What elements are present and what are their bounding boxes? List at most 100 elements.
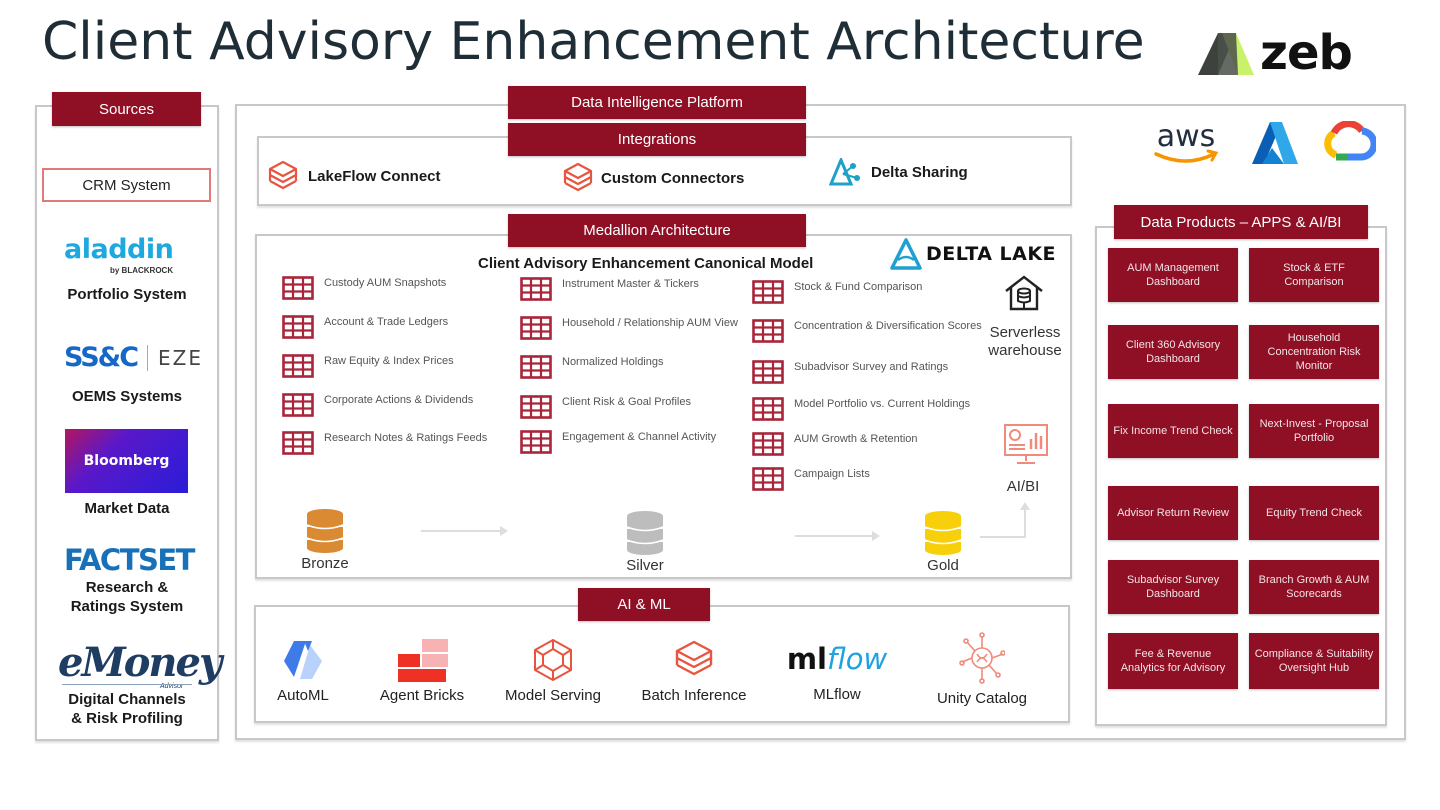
table-label: AUM Growth & Retention	[794, 433, 918, 445]
table-label: Corporate Actions & Dividends	[324, 394, 474, 406]
ml-item-unity-catalog: Unity Catalog	[922, 632, 1042, 707]
source-label-digital-1: Digital Channels	[68, 691, 186, 708]
gold-table-item: Model Portfolio vs. Current Holdings	[752, 397, 992, 425]
gold-tier-label: Gold	[927, 557, 959, 574]
data-product-card[interactable]: Client 360 Advisory Dashboard	[1108, 325, 1238, 379]
data-products-header: Data Products – APPS & AI/BI	[1114, 205, 1368, 239]
ml-item-model-serving: Model Serving	[498, 637, 608, 704]
azure-logo-icon	[1252, 122, 1298, 164]
table-label: Client Risk & Goal Profiles	[562, 396, 691, 408]
table-label: Stock & Fund Comparison	[794, 281, 923, 293]
databricks-layers-icon	[268, 160, 298, 190]
table-icon	[520, 355, 552, 383]
integrations-header: Integrations	[508, 123, 806, 156]
table-icon	[282, 276, 314, 304]
integration-lakeflow-connect: LakeFlow Connect	[268, 160, 441, 192]
data-product-card[interactable]: Household Concentration Risk Monitor	[1249, 325, 1379, 379]
arrowhead-icon	[1020, 502, 1030, 510]
table-icon	[282, 431, 314, 459]
ml-item-label: MLflow	[813, 686, 861, 703]
silver-table-item: Normalized Holdings	[520, 355, 740, 383]
gold-table-item: Concentration & Diversification Scores	[752, 319, 992, 347]
data-product-card[interactable]: Next-Invest - Proposal Portfolio	[1249, 404, 1379, 458]
data-product-card[interactable]: Stock & ETF Comparison	[1249, 248, 1379, 302]
delta-lake-icon	[890, 238, 922, 270]
table-icon	[520, 395, 552, 423]
delta-lake-wordmark: DELTA LAKE	[926, 243, 1057, 265]
aibi-label: AI/BI	[1006, 478, 1040, 495]
bronze-table-item: Research Notes & Ratings Feeds	[282, 431, 502, 459]
ml-item-label: Agent Bricks	[379, 687, 465, 704]
google-cloud-logo-icon	[1324, 121, 1376, 161]
sources-header: Sources	[52, 92, 201, 126]
integration-label: Delta Sharing	[871, 163, 968, 181]
mlflow-logo-ml: ml	[786, 642, 827, 676]
serverless-warehouse-icon	[1004, 275, 1044, 318]
gold-table-item: Campaign Lists	[752, 467, 992, 495]
aladdin-logo: aladdin	[64, 234, 174, 265]
data-product-card[interactable]: Compliance & Suitability Oversight Hub	[1249, 633, 1379, 689]
data-product-card[interactable]: Equity Trend Check	[1249, 486, 1379, 540]
integration-custom-connectors: Custom Connectors	[563, 162, 744, 194]
automl-icon	[284, 641, 322, 679]
source-label-portfolio: Portfolio System	[67, 286, 187, 303]
table-label: Subadvisor Survey and Ratings	[794, 361, 949, 373]
silver-table-item: Client Risk & Goal Profiles	[520, 395, 740, 423]
mlflow-logo: mlflow	[782, 640, 892, 678]
table-icon	[752, 432, 784, 460]
delta-lake-logo: DELTA LAKE	[890, 238, 1056, 270]
silver-table-item: Household / Relationship AUM View	[520, 316, 740, 344]
crm-system-box: CRM System	[42, 168, 211, 202]
bronze-table-item: Corporate Actions & Dividends	[282, 393, 502, 421]
data-product-card[interactable]: Branch Growth & AUM Scorecards	[1249, 560, 1379, 614]
ml-item-agent-bricks: Agent Bricks	[372, 639, 472, 704]
bronze-tier-label: Bronze	[301, 555, 349, 572]
emoney-logo: eMoney	[58, 639, 222, 686]
source-label-research-1: Research &	[85, 579, 169, 596]
data-product-card[interactable]: Fix Income Trend Check	[1108, 404, 1238, 458]
silver-table-item: Instrument Master & Tickers	[520, 277, 740, 305]
unity-catalog-icon	[959, 632, 1005, 684]
emoney-underline	[62, 684, 192, 685]
table-icon	[752, 319, 784, 347]
bloomberg-logo: Bloomberg	[65, 429, 188, 493]
arrowhead-icon	[500, 526, 508, 536]
table-icon	[752, 397, 784, 425]
table-icon	[752, 360, 784, 388]
data-product-card[interactable]: Fee & Revenue Analytics for Advisory	[1108, 633, 1238, 689]
data-product-card[interactable]: Subadvisor Survey Dashboard	[1108, 560, 1238, 614]
zeb-wordmark: zeb	[1260, 25, 1353, 81]
emoney-sub-logo: Advisor	[160, 683, 184, 690]
data-product-card[interactable]: AUM Management Dashboard	[1108, 248, 1238, 302]
zeb-mark-icon	[1198, 33, 1254, 75]
canonical-model-title: Client Advisory Enhancement Canonical Mo…	[478, 255, 814, 272]
table-icon	[520, 277, 552, 305]
gold-table-item: Stock & Fund Comparison	[752, 280, 992, 308]
silver-tier-label: Silver	[626, 557, 664, 574]
integration-label: Custom Connectors	[601, 169, 745, 187]
serverless-warehouse-label: Serverless warehouse	[988, 324, 1062, 359]
medallion-header: Medallion Architecture	[508, 214, 806, 247]
model-serving-icon	[534, 638, 572, 682]
arrowhead-icon	[872, 531, 880, 541]
ai-ml-header: AI & ML	[578, 588, 710, 621]
arrow-bronze-to-silver	[421, 530, 503, 532]
data-product-card[interactable]: Advisor Return Review	[1108, 486, 1238, 540]
table-icon	[282, 315, 314, 343]
table-label: Engagement & Channel Activity	[562, 431, 717, 443]
table-label: Household / Relationship AUM View	[562, 317, 738, 329]
cloud-provider-logos: aws	[1148, 118, 1376, 168]
integration-delta-sharing: Delta Sharing	[829, 158, 968, 186]
integration-label: LakeFlow Connect	[308, 167, 441, 185]
arrow-silver-to-gold	[795, 535, 875, 537]
table-icon	[752, 280, 784, 308]
source-label-oems: OEMS Systems	[71, 388, 183, 405]
table-label: Campaign Lists	[794, 468, 870, 480]
arrow-gold-to-aibi-vertical	[1024, 508, 1026, 538]
ml-item-label: Model Serving	[505, 687, 601, 704]
databricks-layers-icon	[563, 162, 593, 192]
gold-table-item: Subadvisor Survey and Ratings	[752, 360, 992, 388]
batch-inference-icon	[675, 640, 713, 676]
page-title: Client Advisory Enhancement Architecture	[42, 12, 1145, 72]
aws-logo-icon: aws	[1154, 119, 1219, 163]
